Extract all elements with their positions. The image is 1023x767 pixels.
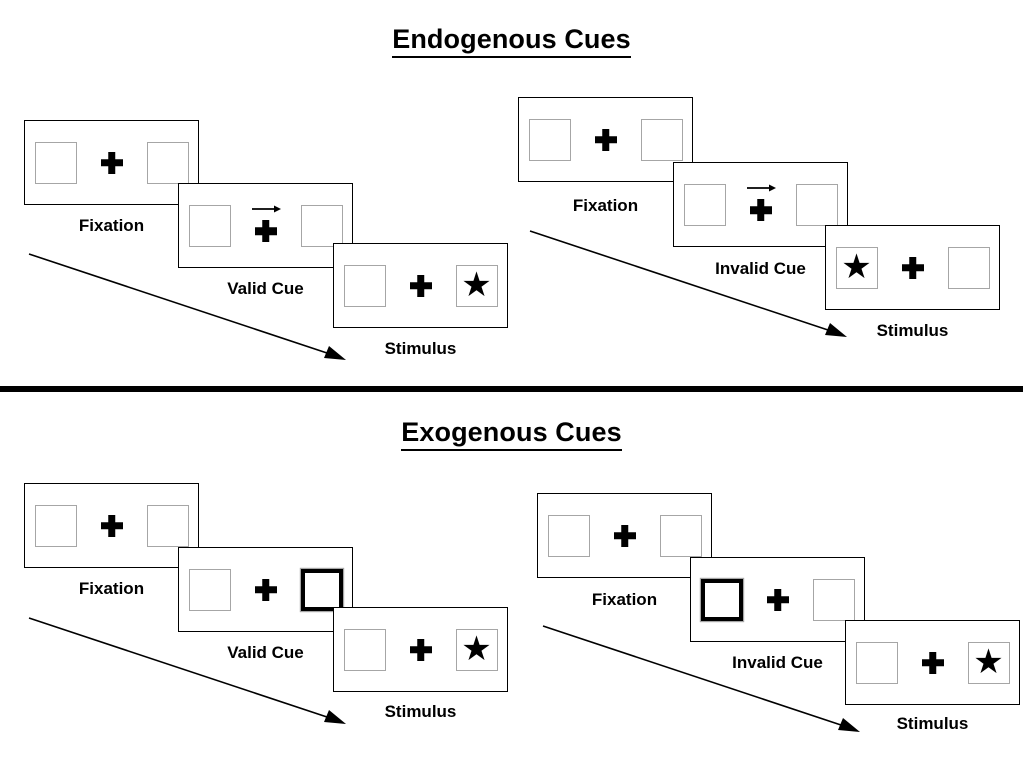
stage-label-endogenous-valid-stimulus: Stimulus	[384, 339, 457, 358]
fixation-center	[404, 626, 438, 674]
left-box	[343, 628, 386, 671]
left-box	[188, 568, 231, 611]
left-box	[34, 504, 77, 547]
panel-endogenous-invalid-stimulus: ★	[825, 225, 1000, 310]
stage-label-exogenous-valid-fixation: Fixation	[78, 579, 145, 598]
fixation-center	[95, 139, 129, 187]
stage-label-exogenous-invalid-fixation: Fixation	[591, 590, 658, 609]
right-box-with-star: ★	[455, 264, 498, 307]
fixation-center	[744, 181, 778, 229]
fixation-center	[916, 639, 950, 687]
fixation-center	[589, 116, 623, 164]
plus-icon	[410, 639, 432, 661]
fixation-center	[404, 262, 438, 310]
left-box	[547, 514, 590, 557]
stage-label-endogenous-valid-cue: Valid Cue	[227, 279, 304, 298]
plus-icon	[410, 275, 432, 297]
section-title-endogenous-text: Endogenous Cues	[392, 24, 631, 58]
left-box	[34, 141, 77, 184]
section-title-exogenous: Exogenous Cues	[0, 417, 1023, 451]
star-icon: ★	[461, 265, 492, 304]
panel-exogenous-valid-fixation	[24, 483, 199, 568]
left-box-cued	[700, 578, 743, 621]
fixation-center	[249, 202, 283, 250]
star-icon: ★	[461, 629, 492, 668]
panel-endogenous-valid-fixation	[24, 120, 199, 205]
star-icon: ★	[841, 247, 872, 286]
panel-exogenous-valid-stimulus: ★	[333, 607, 508, 692]
plus-icon	[101, 515, 123, 537]
left-box-with-star: ★	[835, 246, 878, 289]
fixation-center	[249, 566, 283, 614]
stage-label-exogenous-valid-cue: Valid Cue	[227, 643, 304, 662]
right-box	[300, 204, 343, 247]
fixation-center	[608, 512, 642, 560]
stage-label-exogenous-valid-stimulus: Stimulus	[384, 702, 457, 721]
right-box-with-star: ★	[967, 641, 1010, 684]
left-box	[528, 118, 571, 161]
fixation-center	[95, 502, 129, 550]
stage-label-endogenous-invalid-stimulus: Stimulus	[876, 321, 949, 340]
right-box	[659, 514, 702, 557]
plus-icon	[750, 199, 772, 221]
panel-exogenous-invalid-stimulus: ★	[845, 620, 1020, 705]
section-title-endogenous: Endogenous Cues	[0, 24, 1023, 58]
star-icon: ★	[973, 642, 1004, 681]
panel-exogenous-valid-cue	[178, 547, 353, 632]
plus-icon	[614, 525, 636, 547]
panel-endogenous-valid-cue	[178, 183, 353, 268]
arrow-right-icon	[746, 184, 776, 191]
stage-label-endogenous-invalid-fixation: Fixation	[572, 196, 639, 215]
fixation-center	[761, 576, 795, 624]
section-divider	[0, 386, 1023, 392]
right-box	[795, 183, 838, 226]
left-box	[855, 641, 898, 684]
right-box	[947, 246, 990, 289]
stage-label-endogenous-valid-fixation: Fixation	[78, 216, 145, 235]
plus-icon	[922, 652, 944, 674]
fixation-center	[896, 244, 930, 292]
right-box-cued	[300, 568, 343, 611]
arrow-right-icon	[251, 205, 281, 212]
panel-endogenous-invalid-cue	[673, 162, 848, 247]
right-box-with-star: ★	[455, 628, 498, 671]
right-box	[146, 141, 189, 184]
plus-icon	[595, 129, 617, 151]
plus-icon	[101, 152, 123, 174]
plus-icon	[255, 579, 277, 601]
left-box	[343, 264, 386, 307]
panel-exogenous-invalid-cue	[690, 557, 865, 642]
plus-icon	[255, 220, 277, 242]
stage-label-exogenous-invalid-cue: Invalid Cue	[732, 653, 823, 672]
right-box	[640, 118, 683, 161]
panel-endogenous-invalid-fixation	[518, 97, 693, 182]
section-title-exogenous-text: Exogenous Cues	[401, 417, 622, 451]
panel-exogenous-invalid-fixation	[537, 493, 712, 578]
left-box	[683, 183, 726, 226]
stage-label-endogenous-invalid-cue: Invalid Cue	[715, 259, 806, 278]
plus-icon	[767, 589, 789, 611]
left-box	[188, 204, 231, 247]
right-box	[146, 504, 189, 547]
right-box	[812, 578, 855, 621]
plus-icon	[902, 257, 924, 279]
panel-endogenous-valid-stimulus: ★	[333, 243, 508, 328]
stage-label-exogenous-invalid-stimulus: Stimulus	[896, 714, 969, 733]
